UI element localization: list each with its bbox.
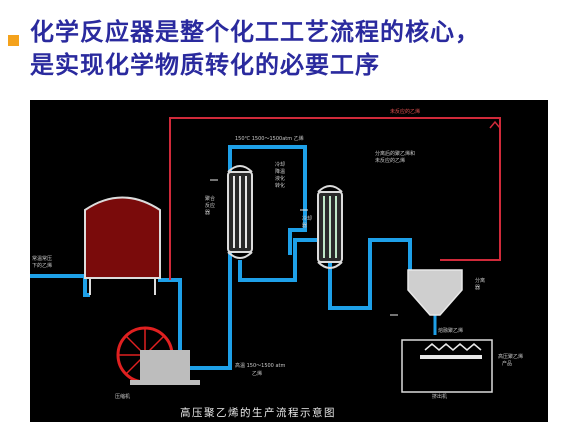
label-product-1: 高压聚乙烯 bbox=[498, 353, 523, 360]
label-separator-2: 器 bbox=[475, 285, 480, 291]
feed-tank bbox=[84, 196, 161, 279]
label-after-compress-1: 高温 150～1500 atm bbox=[235, 362, 285, 369]
label-after-compress-2: 乙烯 bbox=[252, 370, 262, 377]
to-separator-pipe bbox=[328, 238, 412, 310]
compressor-body bbox=[140, 350, 190, 380]
label-top-line: 150℃ 1500～1500atm 乙烯 bbox=[235, 135, 304, 142]
label-cooling-2: 降温 bbox=[275, 168, 285, 175]
slide-title-line-2: 是实现化学物质转化的必要工序 bbox=[30, 51, 380, 79]
label-reactor1-3: 器 bbox=[205, 210, 210, 216]
compressor-discharge-pipe bbox=[190, 305, 232, 370]
label-reactor1-1: 聚合 bbox=[205, 195, 215, 202]
label-extruder: 挤出机 bbox=[432, 393, 447, 400]
label-compressor: 压缩机 bbox=[115, 393, 130, 400]
process-flow-diagram: 常温常压 下的乙烯 压缩机 高温 150～1500 atm 乙烯 150℃ 15… bbox=[30, 100, 548, 422]
label-separated-2: 未反应的乙烯 bbox=[375, 157, 405, 164]
feed-pipe bbox=[30, 274, 90, 297]
label-cooling-1: 冷却 bbox=[275, 161, 285, 168]
recycle-arrow bbox=[489, 120, 501, 129]
label-product-2: 产品 bbox=[502, 360, 512, 367]
recycle-pipe bbox=[169, 117, 501, 280]
label-separator-1: 分离 bbox=[475, 277, 485, 284]
label-separated-1: 分离后的聚乙烯和 bbox=[375, 150, 415, 157]
label-cooling-4: 转化 bbox=[275, 182, 285, 189]
label-recycle-top: 未反应的乙烯 bbox=[390, 108, 420, 115]
label-feed-in-1: 常温常压 bbox=[32, 255, 52, 262]
label-molten: 熔融聚乙烯 bbox=[438, 327, 463, 334]
extruder bbox=[401, 339, 493, 393]
diagram-caption: 高压聚乙烯的生产流程示意图 bbox=[180, 406, 336, 419]
slide-title: 化学反应器是整个化工工艺流程的核心， 是实现化学物质转化的必要工序 bbox=[30, 16, 562, 82]
label-reactor2-1: 冷却 bbox=[302, 215, 312, 222]
slide-title-line-1: 化学反应器是整个化工工艺流程的核心， bbox=[30, 18, 480, 46]
separator bbox=[407, 269, 463, 316]
label-cooling-3: 液化 bbox=[275, 175, 285, 182]
extruder-screw bbox=[424, 343, 482, 351]
process-flow-svg: 常温常压 下的乙烯 压缩机 高温 150～1500 atm 乙烯 150℃ 15… bbox=[30, 108, 523, 419]
slide-bullet bbox=[8, 35, 19, 46]
label-reactor2-2: 器 bbox=[302, 223, 307, 229]
label-feed-in-2: 下的乙烯 bbox=[32, 262, 52, 269]
label-reactor1-2: 反应 bbox=[205, 202, 215, 209]
reactor-link-pipe bbox=[238, 200, 332, 282]
